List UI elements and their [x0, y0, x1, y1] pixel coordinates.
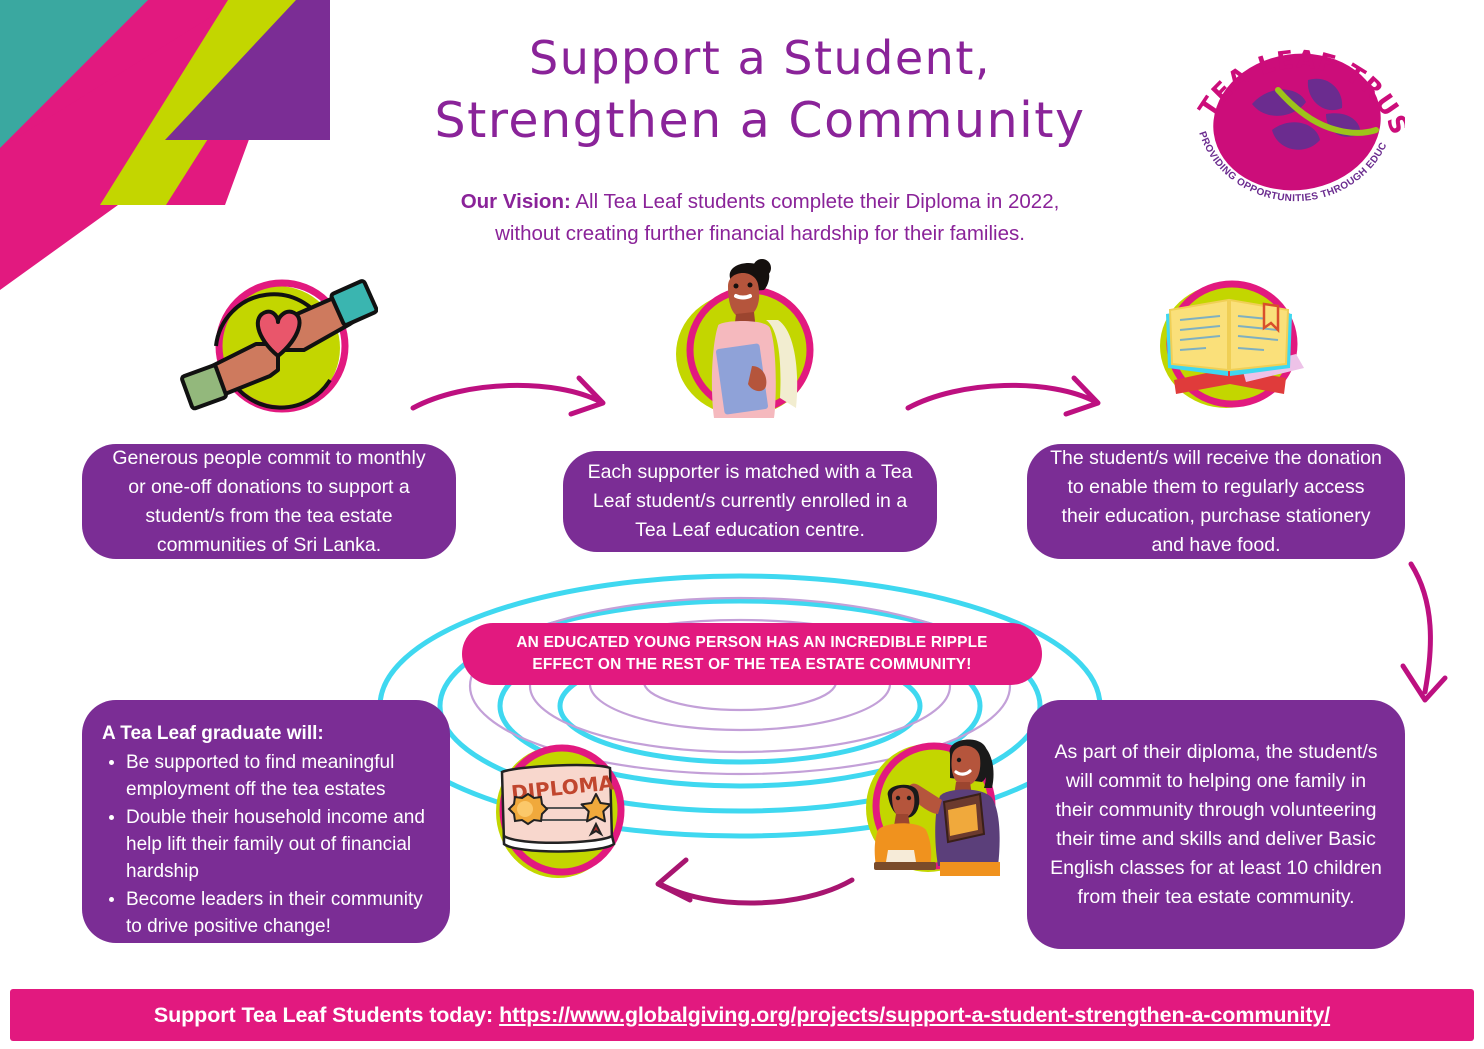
ripple-banner-line-2: EFFECT ON THE REST OF THE TEA ESTATE COM… [532, 656, 972, 673]
student-bag [766, 320, 798, 408]
star-badge [580, 793, 612, 823]
teacher-eye [956, 757, 962, 763]
teacher-smile [954, 769, 972, 776]
page-title: Support a Student, Strengthen a Communit… [390, 28, 1130, 154]
hair-bun [753, 259, 771, 277]
vision-statement: Our Vision: All Tea Leaf students comple… [390, 186, 1130, 250]
student-hand [748, 366, 767, 392]
pupil-notebook [886, 850, 916, 862]
bookmark-icon [1262, 302, 1280, 334]
logo-leaf-shape [1213, 53, 1381, 191]
footer-cta-label: Support Tea Leaf Students today: [153, 1002, 494, 1027]
upper-cuff [329, 279, 378, 327]
ripple-banner: AN EDUCATED YOUNG PERSON HAS AN INCREDIB… [462, 623, 1042, 685]
vision-line-1: Our Vision: All Tea Leaf students comple… [390, 186, 1130, 218]
open-book-icon [1160, 280, 1304, 408]
teaching-icon [866, 739, 1000, 876]
graduate-box-heading: A Tea Leaf graduate will: [102, 723, 324, 744]
hands-heart-icon [180, 279, 378, 413]
step-4-text-box: As part of their diploma, the student/s … [1027, 700, 1405, 949]
pupil-neck [894, 814, 910, 826]
title-line-1: Support a Student, [529, 31, 991, 85]
step-1-text-box: Generous people commit to monthly or one… [82, 444, 456, 559]
list-item: Become leaders in their community to dri… [126, 886, 428, 940]
book-right-page [1229, 298, 1290, 372]
tea-leaf-trust-logo: TEA LEAF TRUST PROVIDING OPPORTUNITIES T… [1190, 22, 1405, 204]
diploma-icon: DIPLOMA [496, 744, 625, 878]
teacher-book-pages [948, 804, 978, 836]
step-4-text: As part of their diploma, the student/s … [1050, 740, 1382, 908]
step-2-text: Each supporter is matched with a Tea Lea… [587, 461, 913, 541]
logo-leaf-4 [1272, 122, 1320, 150]
step-3-text: The student/s will receive the donation … [1050, 446, 1382, 556]
footer-cta-bar: Support Tea Leaf Students today: https:/… [10, 989, 1474, 1041]
ripple-banner-line-1: AN EDUCATED YOUNG PERSON HAS AN INCREDIB… [516, 634, 988, 651]
graduate-bullet-list: Be supported to find meaningful employme… [126, 749, 428, 940]
student-book [716, 343, 768, 415]
vision-line-2: without creating further financial hards… [495, 222, 1025, 245]
arrow-step2-to-step3 [905, 375, 1101, 417]
student-eye-left [733, 283, 739, 289]
lower-cuff [180, 363, 228, 411]
arrow-step3-to-step4 [1400, 561, 1448, 703]
pupil-face [892, 787, 915, 818]
arrow-step1-to-step2 [410, 375, 606, 417]
logo-stem [1275, 87, 1379, 136]
corner-stripes-decoration [0, 0, 330, 290]
teacher-face [951, 745, 981, 786]
teacher-hair-side [978, 744, 994, 788]
title-line-2: Strengthen a Community [434, 92, 1086, 149]
vision-text-1: All Tea Leaf students complete their Dip… [570, 190, 1060, 213]
ring-outline-bottom [228, 377, 332, 410]
certificate-fold [502, 833, 616, 853]
book-left-page [1168, 298, 1229, 372]
student-eye-right [747, 282, 753, 288]
arrow-step4-to-graduate [655, 857, 855, 906]
logo-leaf-2 [1307, 78, 1343, 111]
lime-stripe [100, 0, 296, 205]
step-3-text-box: The student/s will receive the donation … [1027, 444, 1405, 559]
step-2-text-box: Each supporter is matched with a Tea Lea… [563, 451, 937, 552]
step-1-text: Generous people commit to monthly or one… [112, 446, 426, 556]
purple-stripe [165, 0, 330, 140]
heart-shape [256, 309, 302, 358]
seal-center [517, 801, 533, 817]
student-icon [676, 259, 814, 418]
pupil-eye-right [906, 795, 912, 801]
student-smile [734, 294, 752, 300]
logo-leaf-1 [1252, 89, 1306, 116]
book-text-lines [1179, 315, 1279, 351]
graduate-outcomes-box: A Tea Leaf graduate will: Be supported t… [82, 700, 450, 943]
vision-label: Our Vision: [460, 190, 571, 213]
star-ribbon [588, 821, 604, 837]
pupil-desk [874, 862, 936, 870]
list-item: Be supported to find meaningful employme… [126, 749, 428, 803]
pupil-eye-left [895, 795, 901, 801]
list-item: Double their household income and help l… [126, 804, 428, 885]
globalgiving-link[interactable]: https://www.globalgiving.org/projects/su… [499, 1002, 1331, 1027]
teacher-skirt [940, 862, 1000, 876]
